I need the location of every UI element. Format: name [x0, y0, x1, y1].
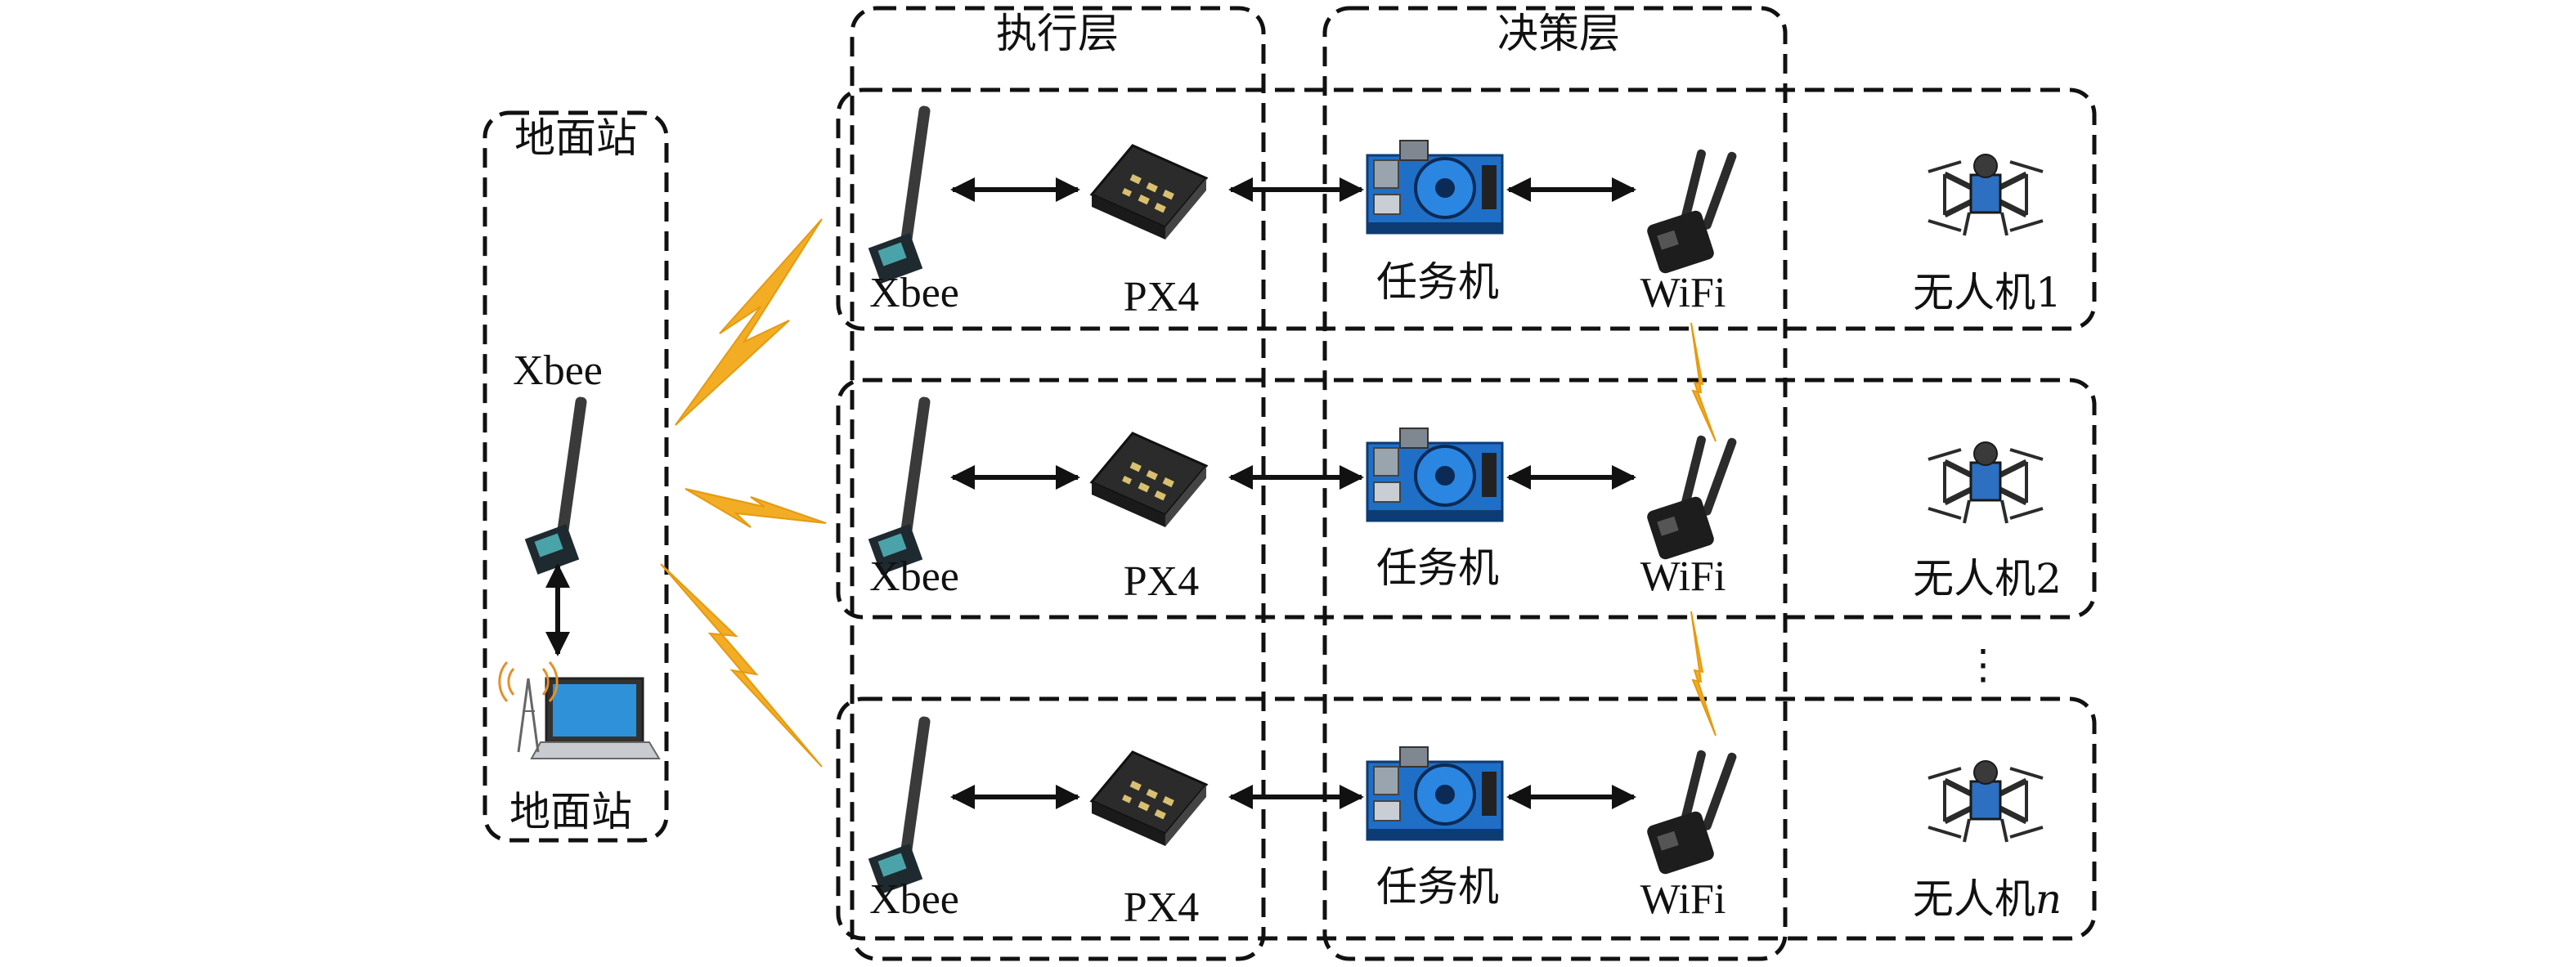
decision-layer-label: 决策层: [1497, 10, 1620, 57]
wifi-label: WiFi: [1640, 553, 1726, 600]
laptop-icon: [498, 660, 661, 760]
antenna-icon: [868, 715, 931, 894]
ground-xbee-label: Xbee: [513, 347, 603, 394]
execution-layer-label: 执行层: [996, 10, 1119, 57]
xbee-label: Xbee: [869, 553, 959, 600]
px4-label: PX4: [1124, 558, 1199, 605]
mission-computer-icon: [1366, 745, 1504, 842]
execution-layer-box: [850, 6, 1266, 961]
antenna-icon: [524, 396, 588, 575]
mission-computer-label: 任务机: [1376, 544, 1499, 592]
ground-station-title: 地面站: [514, 114, 637, 162]
uav-row-box: [836, 696, 2097, 941]
xbee-label: Xbee: [869, 270, 959, 316]
flight-controller-icon: [1090, 432, 1208, 529]
mission-computer-label: 任务机: [1376, 863, 1499, 911]
wifi-adapter-icon: [1645, 434, 1738, 562]
uav-name-label: 无人机2: [1913, 555, 2062, 602]
lightning-icon: [684, 488, 827, 528]
xbee-label: Xbee: [869, 876, 959, 923]
antenna-icon: [868, 105, 931, 284]
mission-computer-icon: [1366, 427, 1504, 523]
antenna-icon: [868, 396, 931, 575]
lightning-icon: [1690, 611, 1717, 736]
uav-row-1: Xbee PX4 任务机 WiFi 无人机1: [836, 87, 2097, 331]
ground-station-box: [482, 110, 669, 843]
uav-row-box: [836, 87, 2097, 331]
mission-computer-icon: [1366, 139, 1504, 235]
drone-icon: [1928, 761, 2043, 842]
uav-name-label: 无人机1: [1913, 269, 2062, 316]
flight-controller-icon: [1090, 750, 1208, 848]
flight-controller-icon: [1090, 144, 1208, 241]
uav-name-label: 无人机n: [1913, 875, 2062, 923]
lightning-icon: [675, 218, 823, 426]
drone-icon: [1928, 154, 2043, 235]
uav-row-2: Xbee PX4 任务机 WiFi 无人机2: [836, 378, 2097, 620]
lightning-icon: [1690, 322, 1717, 442]
decision-layer-box: [1322, 6, 1788, 961]
uav-row-box: [836, 378, 2097, 620]
px4-label: PX4: [1124, 884, 1199, 931]
wifi-label: WiFi: [1640, 270, 1726, 316]
ground-station-label: 地面站: [509, 788, 632, 835]
wifi-adapter-icon: [1645, 148, 1738, 275]
continuation-dots: ⋮: [1963, 641, 2004, 688]
mission-computer-label: 任务机: [1376, 258, 1499, 306]
drone-icon: [1928, 442, 2043, 523]
uav-row-n: Xbee PX4 任务机 WiFi 无人机n: [836, 696, 2097, 941]
wifi-label: WiFi: [1640, 876, 1726, 923]
lightning-icon: [660, 563, 823, 768]
wifi-adapter-icon: [1645, 749, 1738, 876]
px4-label: PX4: [1124, 274, 1199, 320]
